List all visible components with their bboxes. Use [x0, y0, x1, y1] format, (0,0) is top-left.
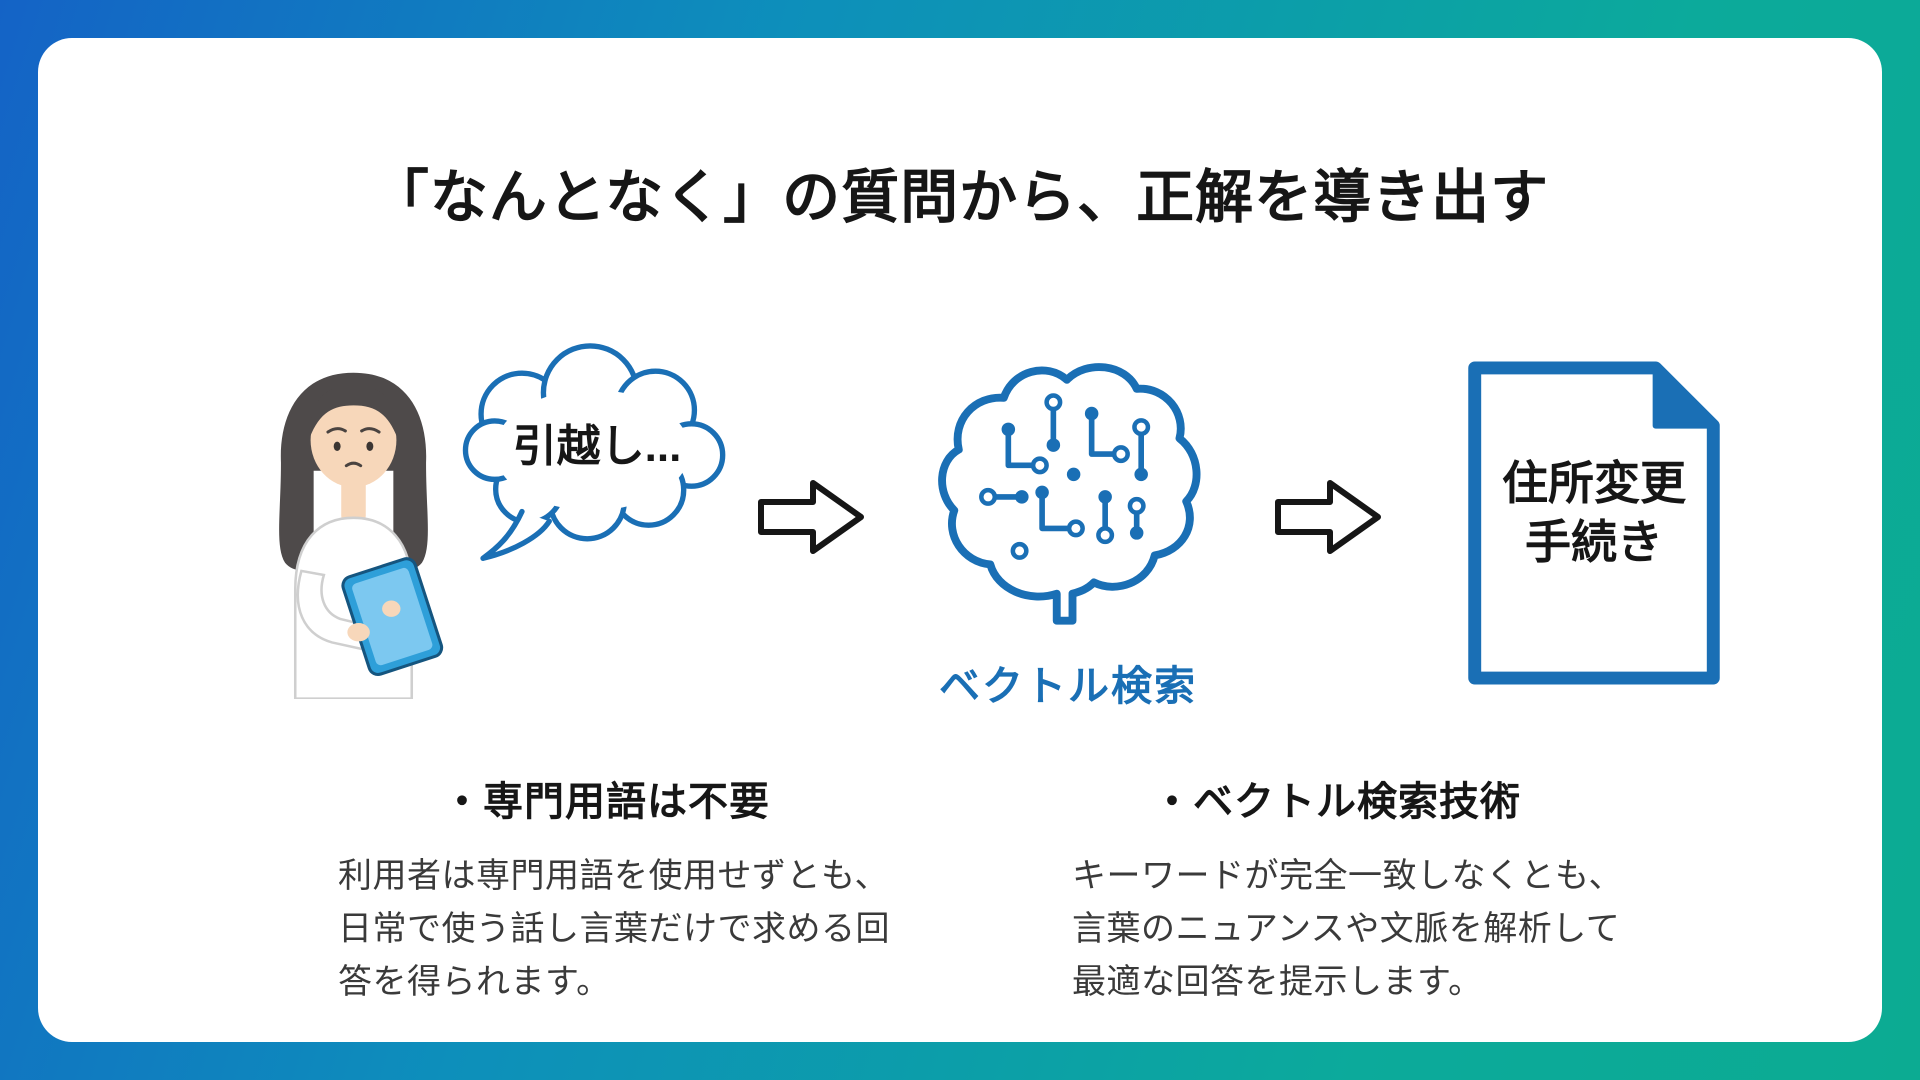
document-icon [1468, 361, 1720, 685]
bullet-heading-no-jargon: ・専門用語は不要 [442, 780, 770, 824]
body-line: 日常で使う話し言葉だけで求める回 [338, 910, 890, 949]
eyebrow-left [326, 427, 347, 434]
bullet-body-vector-search: キーワードが完全一致しなくとも、 言葉のニュアンスや文脈を解析して 最適な回答を… [1072, 850, 1732, 1009]
hand-left [347, 623, 370, 642]
document-fold-corner [1652, 364, 1717, 429]
body-line: 言葉のニュアンスや文脈を解析して [1072, 910, 1621, 949]
neck [341, 476, 366, 524]
user-illustration [279, 372, 444, 699]
result-document: 住所変更 手続き [1458, 358, 1730, 688]
body-line: キーワードが完全一致しなくとも、 [1072, 857, 1623, 895]
speech-bubble: 引越し... [446, 338, 748, 572]
speech-bubble-text: 引越し... [512, 422, 682, 471]
mouth [344, 461, 363, 468]
document-text-line2: 手続き [1525, 515, 1663, 568]
body-line: 答を得られます。 [338, 963, 611, 1002]
flow-arrow-1-icon [758, 480, 864, 554]
slide-card: 「なんとなく」の質問から、正解を導き出す [38, 38, 1882, 1042]
bullet-body-no-jargon: 利用者は専門用語を使用せずとも、 日常で使う話し言葉だけで求める回 答を得られま… [338, 850, 998, 1009]
document-text-line1: 住所変更 [1502, 457, 1686, 509]
document-text: 住所変更 手続き [1458, 454, 1730, 572]
eyebrow-right [360, 427, 381, 434]
slide-title: 「なんとなく」の質問から、正解を導き出す [370, 165, 1550, 230]
bubble-tail [480, 508, 552, 561]
face [310, 393, 397, 488]
vector-search-block: ベクトル検索 [916, 348, 1220, 712]
bangs [309, 384, 398, 439]
brain-circuit-icon [938, 363, 1201, 625]
eye-left [333, 441, 341, 451]
body-line: 最適な回答を提示します。 [1072, 963, 1483, 1002]
bullet-heading-vector-search: ・ベクトル検索技術 [1152, 780, 1521, 824]
hand-right [382, 600, 401, 617]
flow-arrow-2-icon [1275, 480, 1381, 554]
body-line: 利用者は専門用語を使用せずとも、 [338, 857, 889, 895]
speech-bubble-icon [462, 343, 726, 561]
vector-search-label: ベクトル検索 [939, 663, 1197, 709]
eye-right [366, 441, 374, 451]
